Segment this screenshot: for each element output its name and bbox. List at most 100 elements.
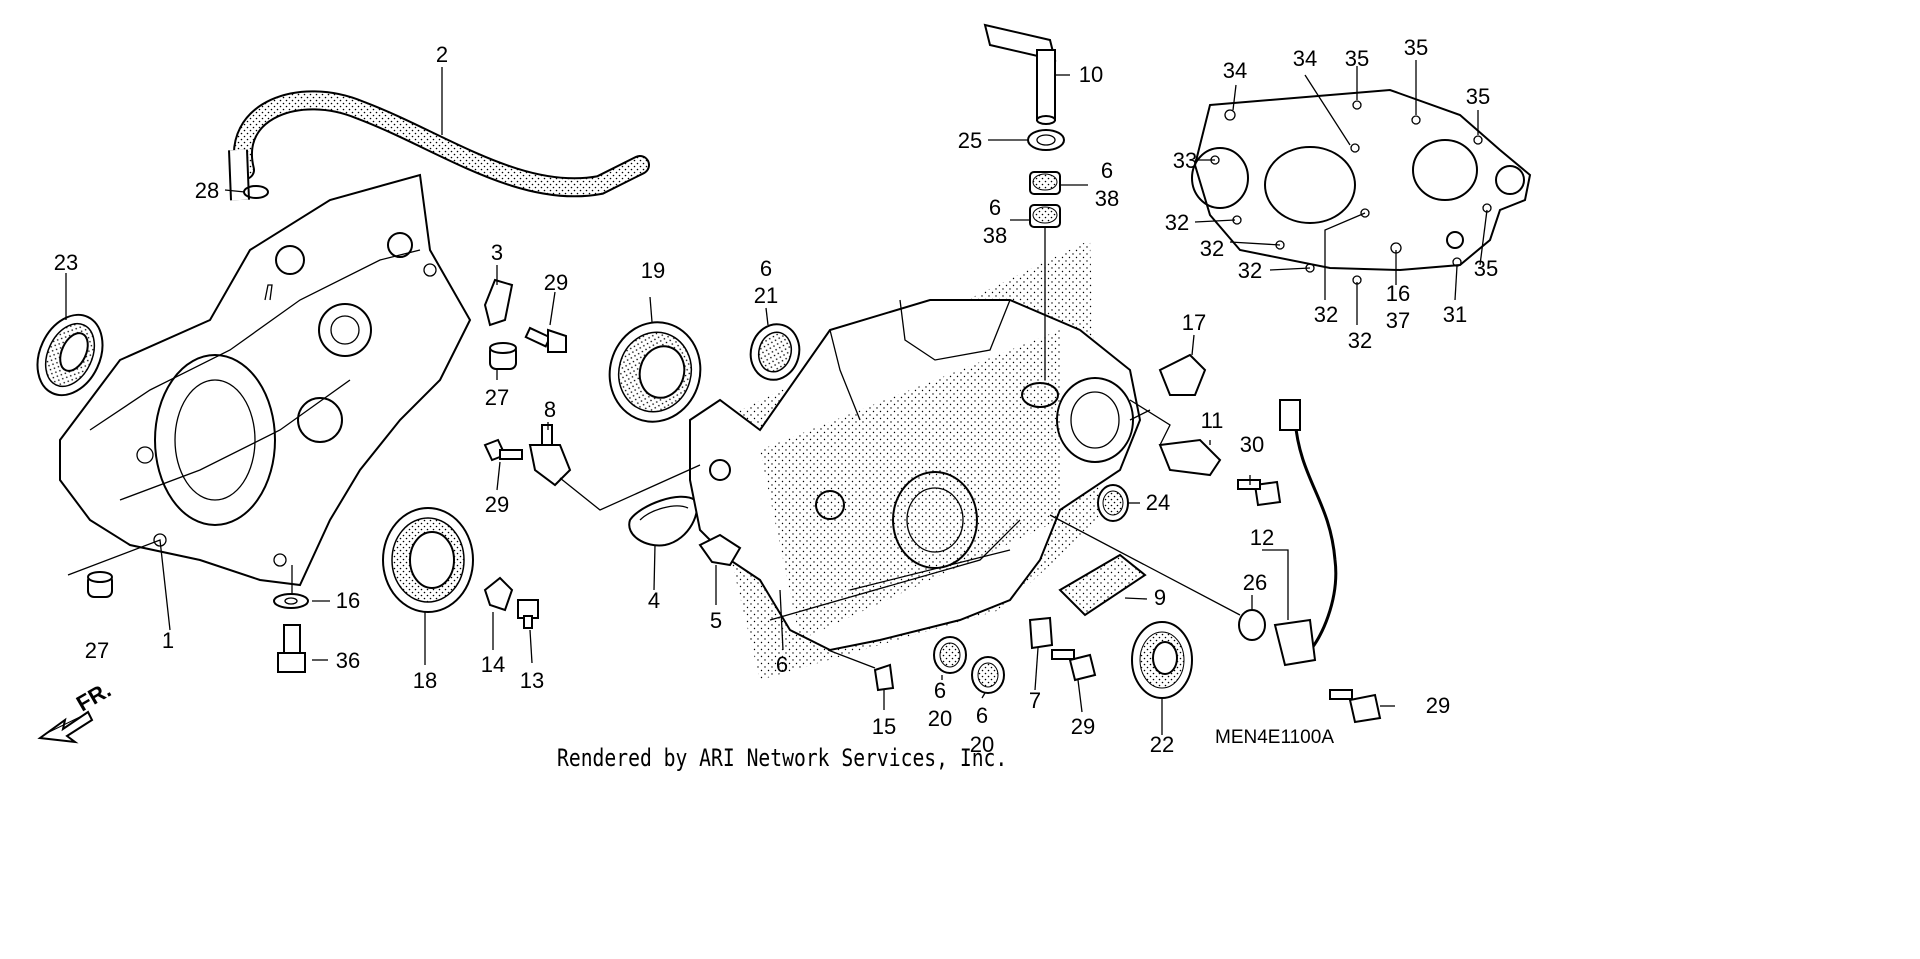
callout-3: 3 [491,240,503,265]
bearing-18 [382,507,474,613]
fr-label: FR. [72,677,115,716]
bracket-7 [1028,616,1054,650]
callout-4: 4 [648,588,660,613]
callout-5: 5 [710,608,722,633]
callout-25: 25 [958,128,982,153]
bearing-19 [608,321,702,423]
oil-seal-23 [36,313,104,397]
callout-20-b: 20 [970,732,994,757]
callout-32-a: 32 [1165,210,1189,235]
callout-7: 7 [1029,688,1041,713]
dowel-pin-27-b [87,571,113,598]
callout-labels: 1 2 3 4 5 6 6 6 6 6 6 7 8 9 10 11 12 13 … [54,35,1498,757]
callout-32-b: 32 [1200,236,1224,261]
right-crankcase-6 [689,299,1142,652]
bearing-25 [1027,129,1065,151]
callout-16-b: 16 [1386,281,1410,306]
callout-34-a: 34 [1223,58,1247,83]
bearing-38-a [1029,171,1061,195]
bracket-17 [1158,353,1207,396]
callout-6-e: 6 [1101,158,1113,183]
guide-5 [698,533,742,567]
callout-6-c: 6 [934,678,946,703]
seal-24 [1097,484,1129,522]
callout-6-b: 6 [776,652,788,677]
callout-32-c: 32 [1238,258,1262,283]
bearing-20-b [971,656,1005,694]
callout-16-a: 16 [336,588,360,613]
callout-34-b: 34 [1293,46,1317,71]
crankcase-gasket [1191,88,1532,285]
callout-8: 8 [544,397,556,422]
left-crankcase-1 [59,173,472,587]
callout-6-d: 6 [976,703,988,728]
switch-12 [1273,399,1338,667]
callout-22: 22 [1150,732,1174,757]
bolt-29-a [524,326,567,353]
callout-35-d: 35 [1474,256,1498,281]
washer-16 [273,593,309,609]
bracket-3 [483,278,514,327]
callout-23: 23 [54,250,78,275]
callout-2: 2 [436,42,448,67]
callout-18: 18 [413,668,437,693]
callout-6-f: 6 [989,195,1001,220]
callout-14: 14 [481,652,505,677]
callout-10: 10 [1079,62,1103,87]
callout-37: 37 [1386,308,1410,333]
callout-29-c: 29 [1071,714,1095,739]
bracket-11 [1158,438,1222,477]
credit-text: Rendered by ARI Network Services, Inc. [557,744,1008,772]
bolt-13 [517,599,539,629]
o-ring-26 [1238,609,1266,641]
callout-11: 11 [1201,408,1224,433]
callout-1: 1 [162,628,174,653]
callout-6-a: 6 [760,256,772,281]
bolt-29-b [483,438,523,462]
dowel-pin-27-a [489,342,517,370]
callout-27-a: 27 [485,385,509,410]
callout-29-d: 29 [1426,693,1450,718]
strainer-4 [628,495,698,547]
callout-31: 31 [1443,302,1467,327]
shaft-10 [983,23,1057,125]
plate-15 [873,663,895,692]
callout-28: 28 [195,178,219,203]
callout-32-d: 32 [1314,302,1338,327]
parts-diagram: 1 2 3 4 5 6 6 6 6 6 6 7 8 9 10 11 12 13 … [36,23,1532,757]
breather-tube-2 [228,90,650,201]
callout-33: 33 [1173,148,1197,173]
callout-15: 15 [872,714,896,739]
callout-20-a: 20 [928,706,952,731]
sensor-8 [528,424,572,487]
bearing-38-b [1029,204,1061,228]
bearing-21 [749,323,801,381]
bearing-20-a [933,636,967,674]
callout-35-b: 35 [1404,35,1428,60]
callout-29-b: 29 [485,492,509,517]
bolt-30 [1237,479,1282,507]
callout-27-b: 27 [85,638,109,663]
bolt-29-d [1329,689,1382,724]
callout-12: 12 [1250,525,1274,550]
bolt-36 [277,624,306,673]
callout-35-c: 35 [1466,84,1490,109]
callout-17: 17 [1182,310,1206,335]
callout-21: 21 [754,283,778,308]
diagram-code: MEN4E1100A [1215,727,1334,748]
screen-9 [1058,553,1147,617]
callout-29-a: 29 [544,270,568,295]
callout-35-a: 35 [1345,46,1369,71]
callout-38-a: 38 [1095,186,1119,211]
oil-seal-22 [1131,621,1193,699]
callout-26: 26 [1243,570,1267,595]
callout-24: 24 [1146,490,1170,515]
front-direction-arrow: FR. [37,677,115,744]
callout-32-e: 32 [1348,328,1372,353]
leader-lines [65,60,1488,735]
callout-38-b: 38 [983,223,1007,248]
bolt-29-c [1051,649,1097,682]
callout-9: 9 [1154,585,1166,610]
callout-30: 30 [1240,432,1264,457]
callout-19: 19 [641,258,665,283]
